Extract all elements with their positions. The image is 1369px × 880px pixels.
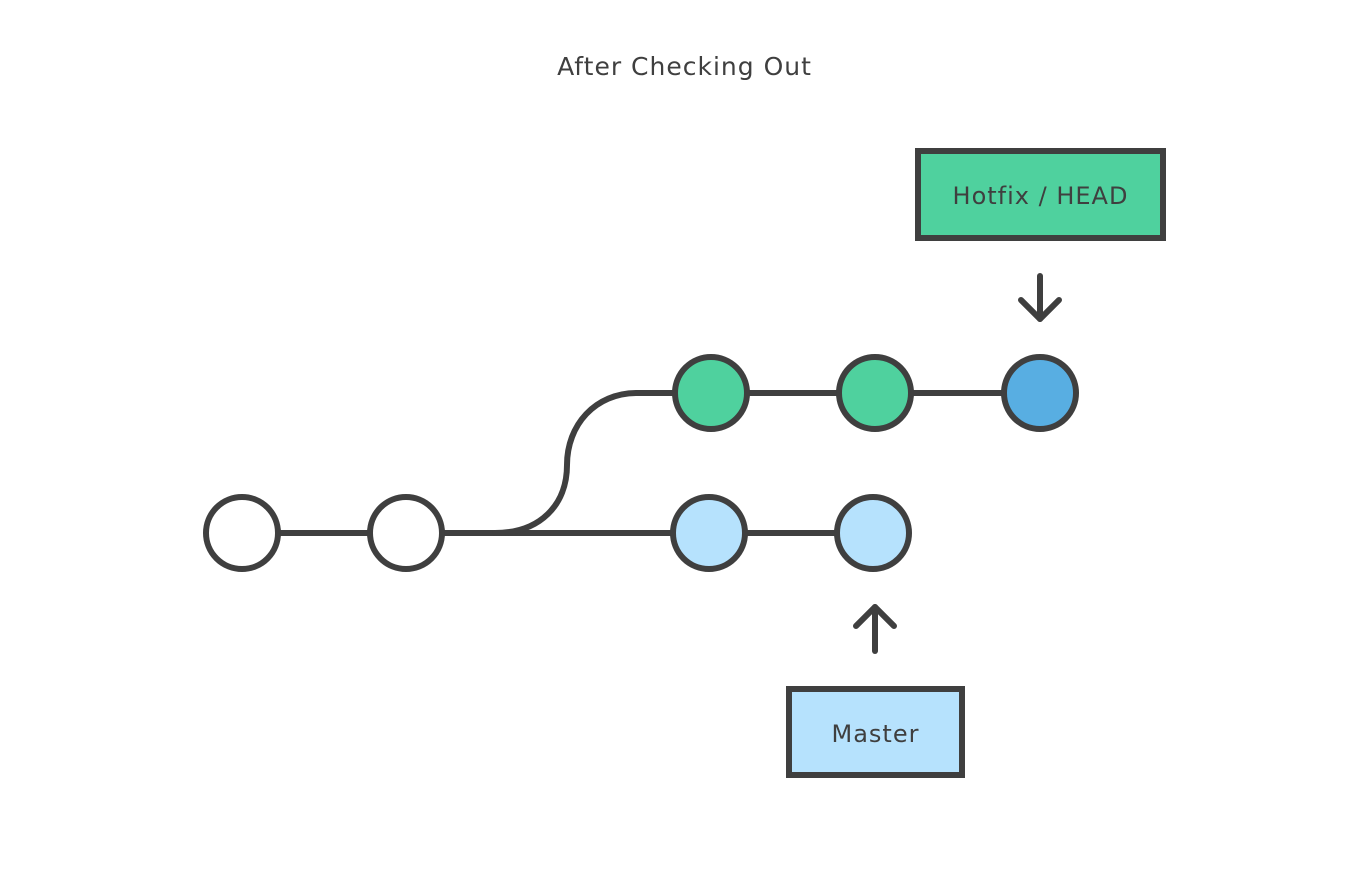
commit-base-1 — [203, 494, 281, 572]
commit-hotfix-1 — [672, 354, 750, 432]
commit-base-2 — [367, 494, 445, 572]
arrow-up-icon — [853, 604, 897, 654]
master-label: Master — [786, 686, 965, 778]
commit-master-2 — [834, 494, 912, 572]
master-label-text: Master — [832, 720, 920, 748]
hotfix-head-label-text: Hotfix / HEAD — [953, 182, 1129, 210]
edge-branch-curve — [492, 390, 677, 536]
diagram-title: After Checking Out — [557, 52, 812, 81]
commit-master-1 — [670, 494, 748, 572]
hotfix-head-label: Hotfix / HEAD — [915, 148, 1166, 241]
commit-hotfix-2 — [836, 354, 914, 432]
commit-hotfix-head — [1001, 354, 1079, 432]
arrow-down-icon — [1018, 273, 1062, 322]
